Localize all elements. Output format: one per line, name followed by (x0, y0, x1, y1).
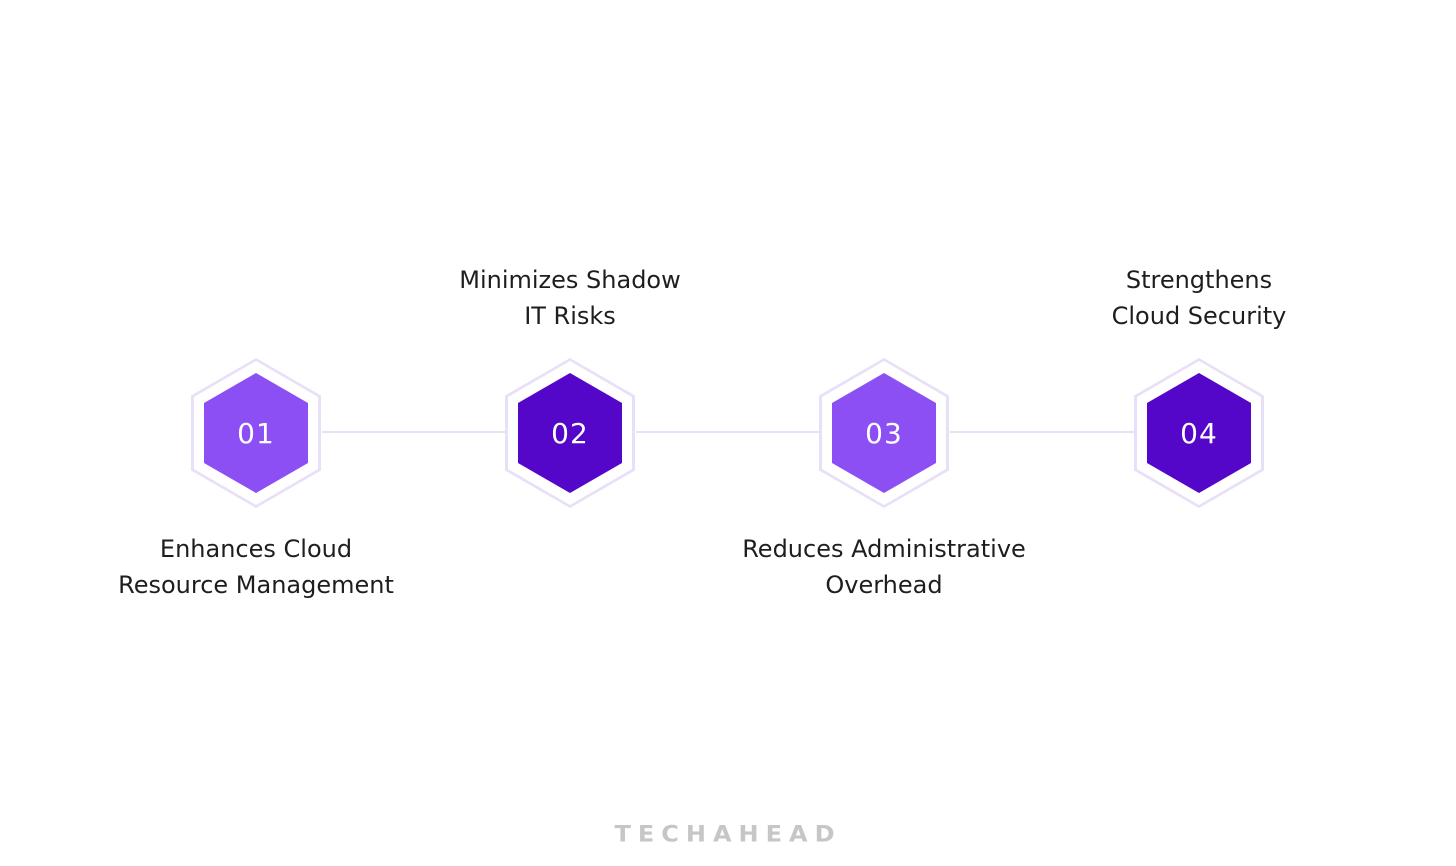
label-line-2: Cloud Security (1111, 302, 1287, 330)
label-line-1: Reduces Administrative (742, 535, 1026, 563)
label-line-2: IT Risks (524, 302, 616, 330)
step-4-label: Strengthens Cloud Security (979, 262, 1419, 334)
step-3-hexagon: 03 (819, 358, 949, 508)
step-2-hexagon: 02 (505, 358, 635, 508)
step-number: 01 (237, 416, 275, 450)
step-number: 03 (865, 416, 903, 450)
step-1-label: Enhances Cloud Resource Management (36, 531, 476, 603)
label-line-2: Resource Management (118, 571, 394, 599)
label-line-1: Minimizes Shadow (459, 266, 681, 294)
label-line-1: Enhances Cloud (159, 535, 353, 563)
label-line-2: Overhead (825, 571, 943, 599)
connector-line-2 (636, 431, 819, 433)
connector-line-1 (322, 431, 505, 433)
step-number: 02 (551, 416, 589, 450)
step-2-label: Minimizes Shadow IT Risks (350, 262, 790, 334)
connector-line-3 (950, 431, 1134, 433)
label-line-1: Strengthens (1125, 266, 1273, 294)
step-4-hexagon: 04 (1134, 358, 1264, 508)
step-number: 04 (1180, 416, 1218, 450)
step-1-hexagon: 01 (191, 358, 321, 508)
hexagon-shape: 04 (1147, 373, 1251, 493)
techahead-logo: TECHAHEAD (614, 821, 842, 847)
step-3-label: Reduces Administrative Overhead (664, 531, 1104, 603)
